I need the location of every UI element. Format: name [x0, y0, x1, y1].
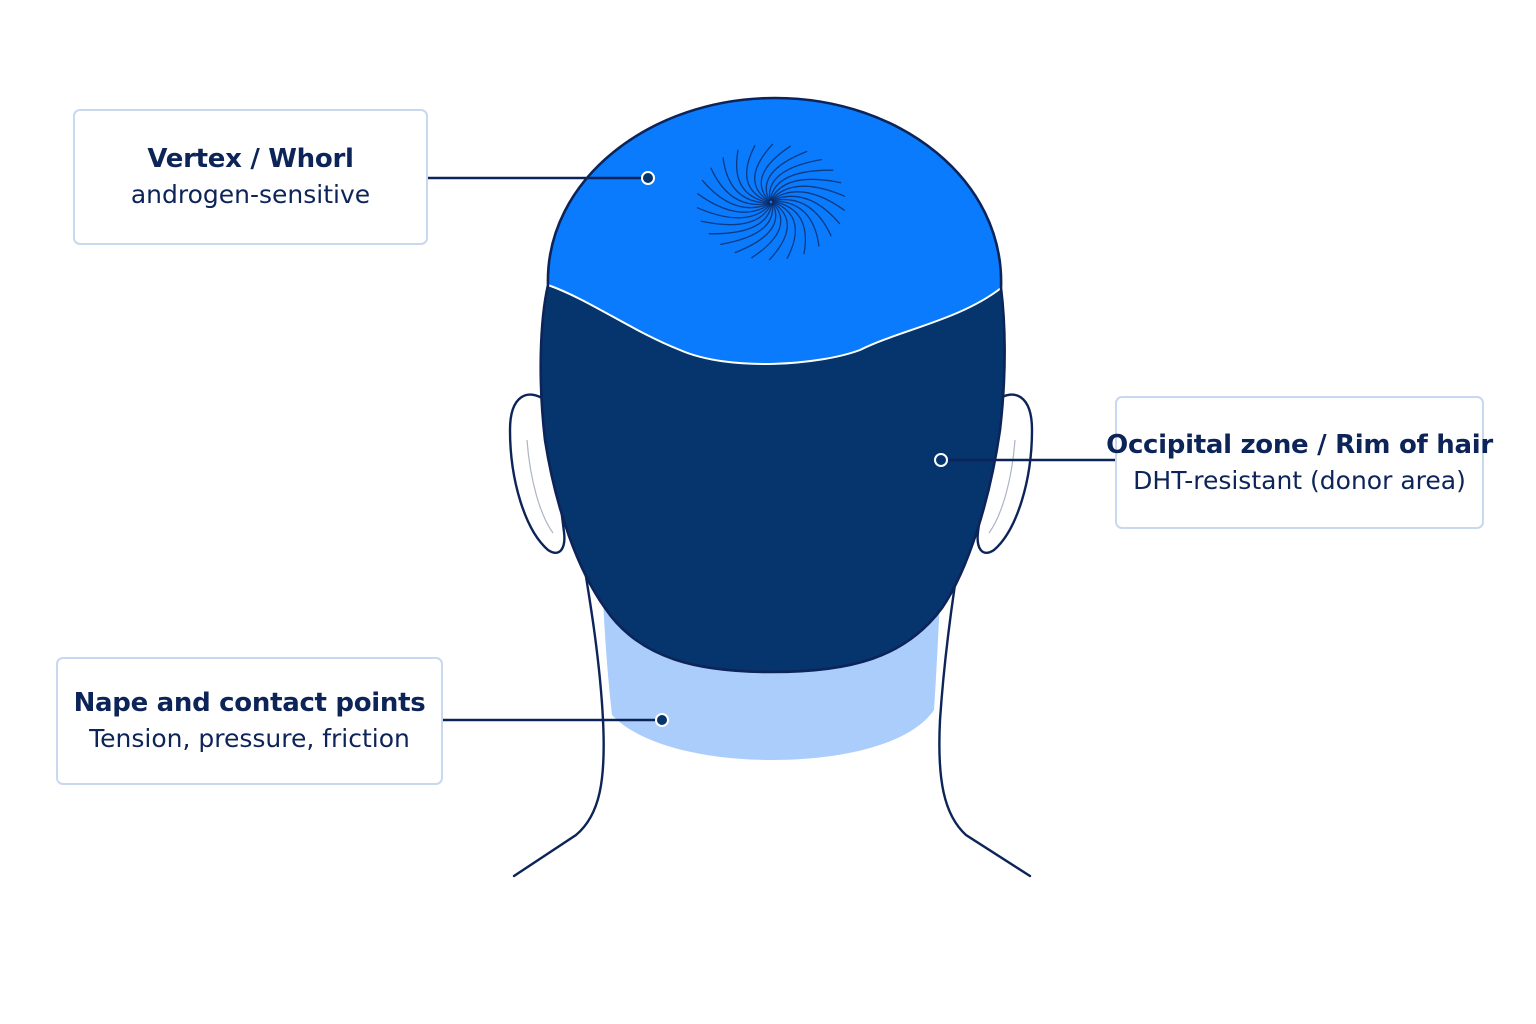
whorl-strand — [770, 185, 846, 201]
whorl-strand — [746, 145, 770, 203]
whorl-strand — [700, 203, 772, 226]
whorl-strand — [720, 202, 774, 246]
vertex-title: Vertex / Whorl — [147, 144, 354, 174]
whorl-strand — [751, 202, 782, 259]
whorl-strand — [771, 195, 841, 225]
whorl-strand — [768, 158, 822, 202]
vertex-marker — [641, 171, 655, 185]
whorl-strand — [760, 145, 791, 202]
head-outline — [539, 96, 1006, 674]
nape-title: Nape and contact points — [73, 688, 426, 718]
whorl-strand — [754, 143, 774, 203]
whorl-strand — [772, 201, 796, 259]
whorl-strand — [722, 157, 770, 204]
whorl-strand — [772, 200, 806, 255]
whorl-strand — [770, 178, 842, 201]
whorl-strand — [736, 149, 770, 204]
whorl-strand — [697, 193, 771, 213]
hair-whorl-icon — [696, 143, 846, 261]
occipital-title: Occipital zone / Rim of hair — [1106, 429, 1493, 460]
zone-boundary — [547, 284, 1002, 365]
leader-lines — [428, 176, 1115, 722]
vertex-description: androgen-sensitive — [130, 180, 371, 209]
whorl-strand — [769, 169, 834, 201]
whorl-strand — [765, 150, 808, 202]
whorl-strand — [710, 167, 771, 206]
whorl-strand — [768, 201, 788, 261]
whorl-strand — [701, 179, 771, 209]
whorl-strand — [708, 203, 773, 235]
occipital-description: DHT-resistant (donor area) — [1133, 465, 1466, 495]
occipital-zone — [540, 283, 1005, 672]
whorl-strand — [771, 198, 832, 237]
nape-callout: Nape and contact points Tension, pressur… — [56, 657, 443, 785]
whorl-strand — [772, 200, 820, 247]
occipital-callout: Occipital zone / Rim of hair DHT-resista… — [1106, 396, 1493, 529]
occipital-marker — [934, 453, 948, 467]
nape-marker — [655, 713, 669, 727]
whorl-strand — [734, 202, 777, 254]
whorl-strand — [771, 191, 845, 211]
whorl-strand — [696, 203, 772, 219]
nape-description: Tension, pressure, friction — [89, 724, 410, 753]
vertex-callout: Vertex / Whorl androgen-sensitive — [73, 109, 428, 245]
vertex-zone — [547, 98, 1002, 364]
